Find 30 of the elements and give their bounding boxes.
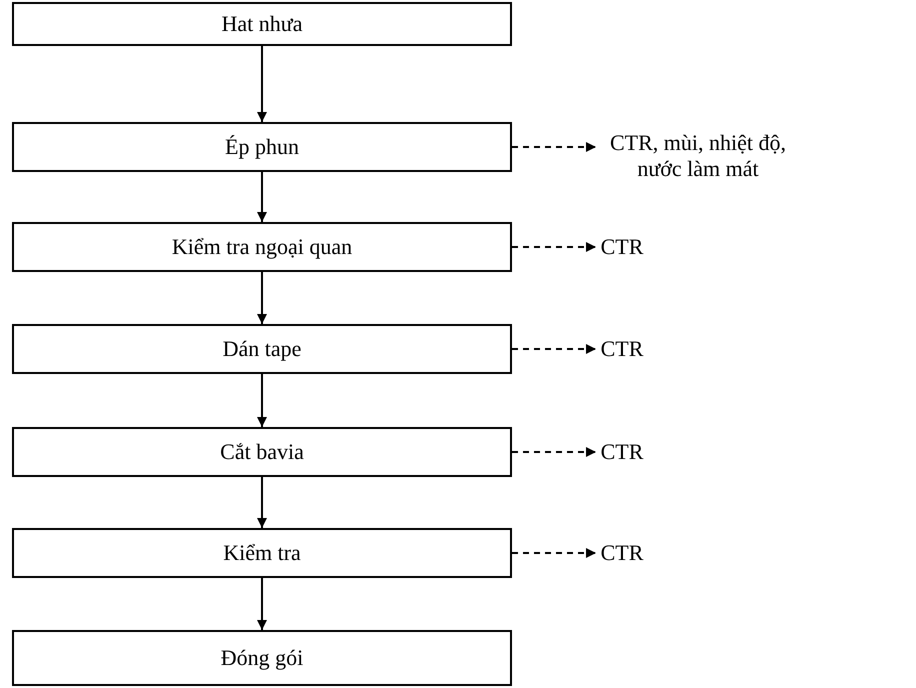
output-label: CTR, mùi, nhiệt độ, nước làm mát xyxy=(609,130,787,182)
arrow xyxy=(257,477,267,528)
process-box xyxy=(12,630,512,686)
output-label: CTR xyxy=(600,234,644,260)
dashed-arrow xyxy=(512,548,596,558)
arrow xyxy=(257,374,267,427)
dashed-arrow xyxy=(512,447,596,457)
arrow xyxy=(257,172,267,222)
process-box xyxy=(12,427,512,477)
process-box xyxy=(12,222,512,272)
step-label: Hat nhưa xyxy=(222,11,302,37)
dashed-arrow xyxy=(512,142,596,152)
arrow xyxy=(257,46,267,122)
process-box xyxy=(12,2,512,46)
output-label: CTR xyxy=(600,336,644,362)
arrow xyxy=(257,272,267,324)
step-label: Đóng gói xyxy=(220,645,304,671)
output-label: CTR xyxy=(600,540,644,566)
step-label: Dán tape xyxy=(222,336,302,362)
output-label: CTR xyxy=(600,439,644,465)
arrow xyxy=(257,578,267,630)
process-box xyxy=(12,528,512,578)
step-label: Ép phun xyxy=(225,134,299,160)
process-box xyxy=(12,324,512,374)
dashed-arrow xyxy=(512,344,596,354)
dashed-arrow xyxy=(512,242,596,252)
step-label: Kiểm tra xyxy=(223,540,301,566)
step-label: Cắt bavia xyxy=(220,439,304,465)
step-label: Kiểm tra ngoại quan xyxy=(172,234,352,260)
process-box xyxy=(12,122,512,172)
